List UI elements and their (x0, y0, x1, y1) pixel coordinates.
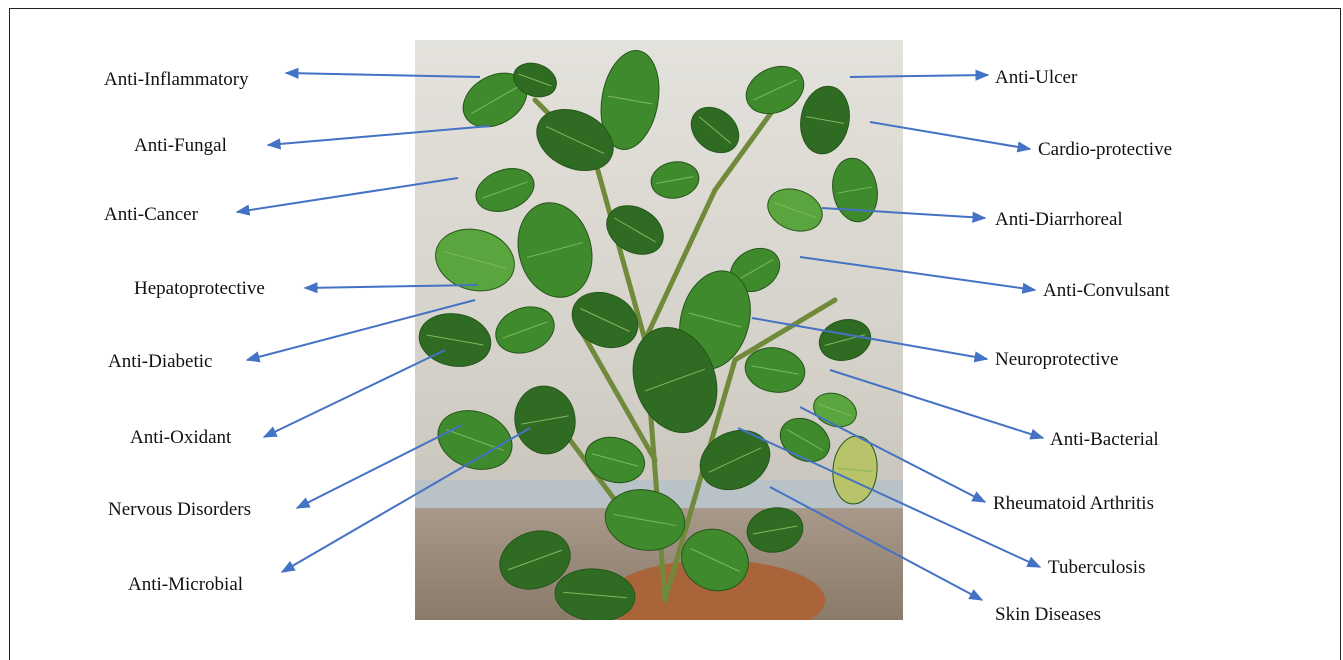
label-nervous-disorders: Nervous Disorders (108, 500, 251, 519)
label-hepatoprotective: Hepatoprotective (134, 279, 265, 298)
annotation-arrows (0, 0, 1343, 646)
arrow-rheumatoid-arthritis (800, 407, 985, 502)
arrow-neuroprotective (752, 318, 987, 359)
arrow-anti-cancer (237, 178, 458, 212)
label-rheumatoid-arthritis: Rheumatoid Arthritis (993, 494, 1154, 513)
label-anti-bacterial: Anti-Bacterial (1050, 430, 1159, 449)
label-neuroprotective: Neuroprotective (995, 350, 1118, 369)
label-cardio-protective: Cardio-protective (1038, 140, 1172, 159)
arrow-nervous-disorders (297, 425, 462, 508)
label-anti-inflammatory: Anti-Inflammatory (104, 70, 249, 89)
label-anti-fungal: Anti-Fungal (134, 136, 227, 155)
label-skin-diseases: Skin Diseases (995, 605, 1101, 624)
label-anti-microbial: Anti-Microbial (128, 575, 243, 594)
arrow-anti-ulcer (850, 75, 988, 77)
arrow-skin-diseases (770, 487, 982, 600)
label-anti-cancer: Anti-Cancer (104, 205, 198, 224)
arrow-cardio-protective (870, 122, 1030, 149)
arrow-anti-bacterial (830, 370, 1043, 438)
label-anti-diabetic: Anti-Diabetic (108, 352, 212, 371)
label-anti-ulcer: Anti-Ulcer (995, 68, 1077, 87)
label-anti-convulsant: Anti-Convulsant (1043, 281, 1170, 300)
arrow-anti-inflammatory (286, 73, 480, 77)
arrow-anti-diarrhoreal (822, 208, 985, 218)
arrow-hepatoprotective (305, 285, 478, 288)
label-anti-oxidant: Anti-Oxidant (130, 428, 231, 447)
label-anti-diarrhoreal: Anti-Diarrhoreal (995, 210, 1123, 229)
label-tuberculosis: Tuberculosis (1048, 558, 1145, 577)
arrow-anti-fungal (268, 126, 490, 145)
arrow-anti-microbial (282, 428, 530, 572)
arrow-anti-convulsant (800, 257, 1035, 290)
arrow-anti-oxidant (264, 350, 445, 437)
